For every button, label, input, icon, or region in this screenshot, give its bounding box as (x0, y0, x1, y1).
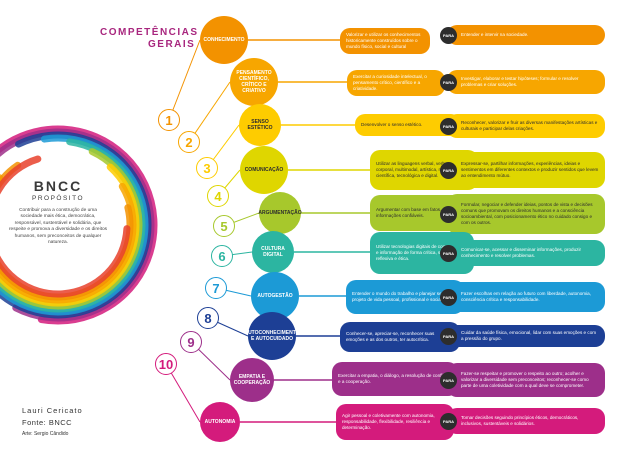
credit-art: Arte: Sergio Cândido (22, 431, 69, 437)
para-badge: PARA (440, 205, 457, 223)
competencia-description: Desenvolver o senso estético. (355, 114, 461, 136)
competencia-circle: PENSAMENTO CIENTÍFICO, CRÍTICO E CRIATIV… (230, 58, 278, 106)
competencia-description: Exercitar a empatia, o diálogo, a resolu… (332, 362, 458, 396)
para-badge: PARA (440, 327, 457, 345)
para-badge: PARA (440, 73, 457, 91)
competencia-number: 9 (180, 331, 202, 353)
competencia-circle: CULTURA DIGITAL (252, 231, 294, 273)
para-badge: PARA (440, 288, 457, 306)
competencia-circle: AUTOCONHECIMENTO E AUTOCUIDADO (244, 312, 300, 360)
competencia-circle: AUTONOMIA (200, 402, 240, 442)
connector-number-to-circle (168, 39, 201, 121)
competencia-purpose: Tomar decisões seguindo princípios ético… (447, 408, 605, 434)
competencia-purpose: Reconhecer, valorizar e fruir as diversa… (447, 114, 605, 138)
competencia-purpose: Formular, negociar e defender ideias, po… (447, 194, 605, 234)
title-line-2: GERAIS (148, 39, 196, 50)
bncc-subtitle: PROPÓSITO (31, 195, 85, 202)
competencia-purpose: Fazer-se respeitar e promover o respeito… (447, 363, 605, 397)
competencia-description: Agir pessoal e coletivamente com autonom… (336, 404, 454, 440)
rainbow-spiral-graphic (0, 125, 158, 325)
competencia-purpose: Fazer escolhas em relação ao futuro com … (447, 282, 605, 312)
competencia-purpose: Cuidar da saúde física, emocional, lidar… (447, 325, 605, 347)
competencia-circle: EMPATIA E COOPERAÇÃO (230, 358, 274, 402)
connector-number-to-circle (188, 81, 231, 143)
para-badge: PARA (440, 412, 457, 430)
spiral-center (0, 163, 120, 287)
connector-number-to-circle (165, 363, 201, 423)
spiral-arc (0, 155, 131, 298)
credit-source: Fonte: BNCC (22, 418, 73, 427)
para-badge: PARA (440, 371, 457, 389)
competencia-number: 7 (205, 277, 227, 299)
credits: Lauri Cericato Fonte: BNCC Arte: Sergio … (22, 406, 83, 437)
para-badge: PARA (440, 117, 457, 135)
competencia-number: 10 (155, 353, 177, 375)
credit-author: Lauri Cericato (22, 406, 83, 415)
competencia-purpose: Investigar, elaborar e testar hipóteses;… (447, 70, 605, 94)
competencia-circle: CONHECIMENTO (200, 16, 248, 64)
competencia-number: 2 (178, 131, 200, 153)
competencia-purpose: Comunicar-se, acessar e disseminar infor… (447, 240, 605, 266)
bncc-purpose-text: Contribuir para a construção de uma soci… (8, 208, 108, 246)
para-badge: PARA (440, 244, 457, 262)
competencia-circle: ARGUMENTAÇÃO (258, 192, 302, 234)
competencia-number: 4 (207, 185, 229, 207)
competencia-purpose: Expressar-se, partilhar informações, exp… (447, 152, 605, 188)
competencia-number: 8 (197, 307, 219, 329)
para-badge: PARA (440, 26, 457, 44)
competencia-circle: SENSO ESTÉTICO (239, 104, 281, 146)
competencia-number: 5 (213, 215, 235, 237)
bncc-title: BNCC (33, 178, 83, 194)
competencia-number: 3 (196, 157, 218, 179)
bncc-purpose-card: BNCC PROPÓSITO Contribuir para a constru… (8, 178, 108, 278)
page-title: COMPETÊNCIAS GERAIS (100, 27, 199, 51)
competencia-purpose: Entender e intervir na sociedade. (447, 25, 605, 45)
competencia-description: Valorizar e utilizar os conhecimentos hi… (340, 28, 430, 54)
competencia-description: Exercitar a curiosidade intelectual, o p… (347, 70, 445, 96)
competencia-number: 1 (158, 109, 180, 131)
competencia-number: 6 (211, 245, 233, 267)
competencia-circle: COMUNICAÇÃO (240, 146, 288, 194)
title-line-1: COMPETÊNCIAS (100, 27, 199, 38)
para-badge: PARA (440, 161, 457, 179)
